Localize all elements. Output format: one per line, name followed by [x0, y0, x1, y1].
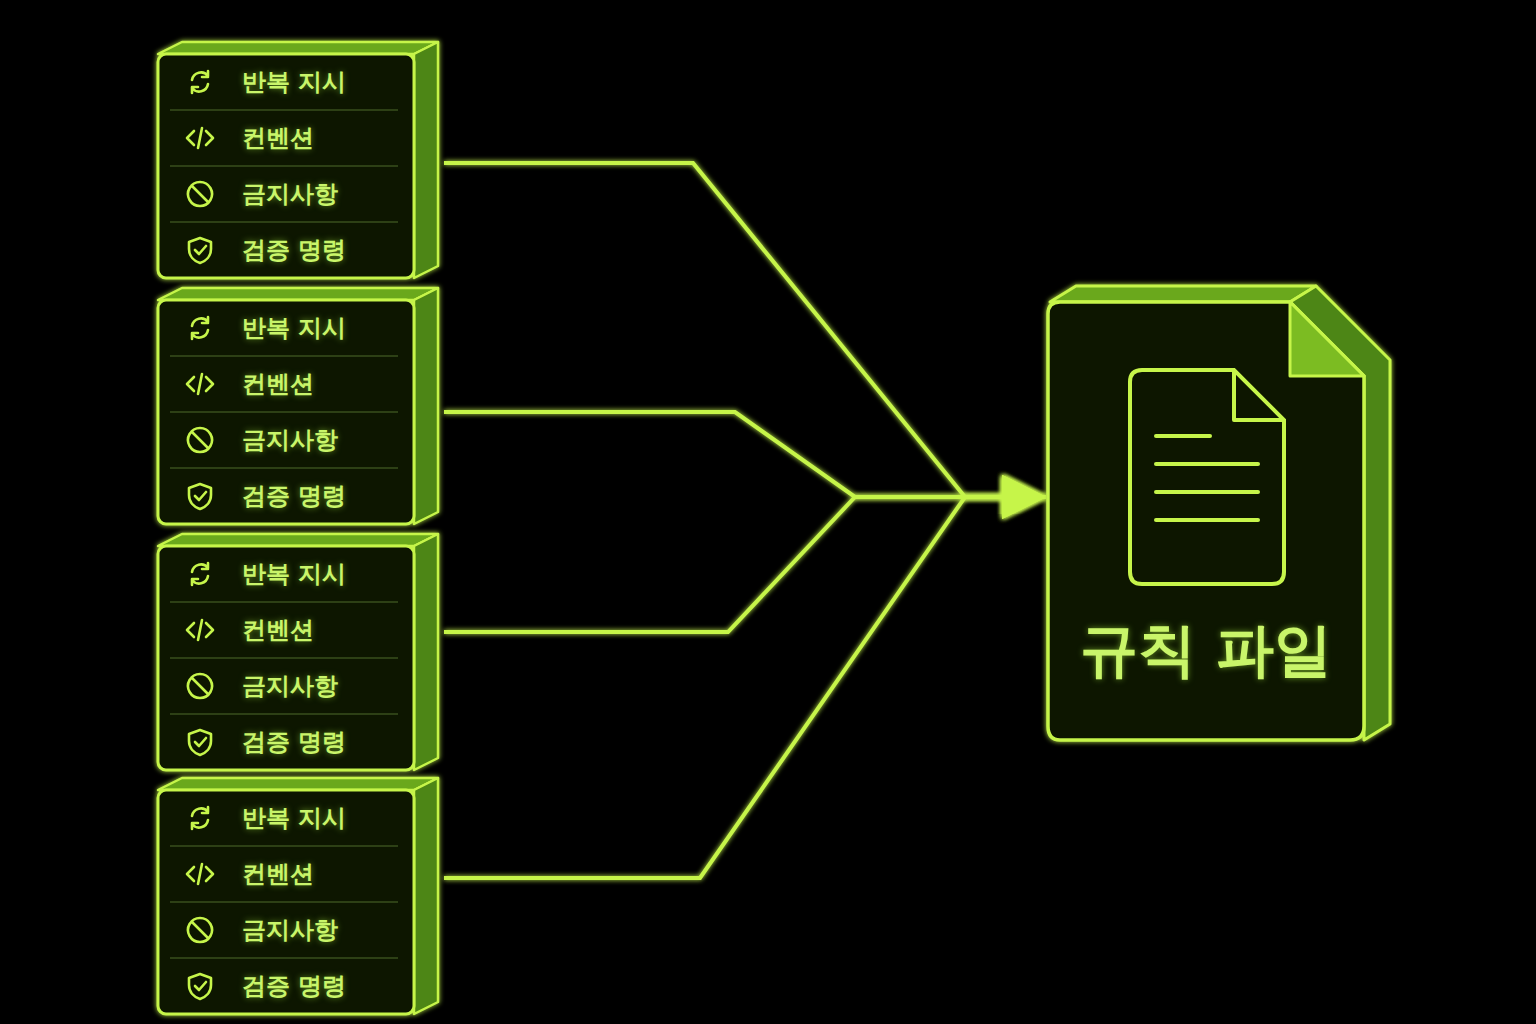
row-label: 컨벤션: [242, 369, 314, 399]
rule-file: 규칙 파일: [1046, 268, 1396, 744]
row-divider: [170, 957, 398, 958]
row-label: 반복 지시: [242, 559, 346, 589]
document-line: [1156, 490, 1258, 494]
row-label: 반복 지시: [242, 313, 346, 343]
code-icon: [187, 374, 213, 394]
rule-card: 반복 지시컨벤션금지사항검증 명령: [156, 532, 444, 772]
row-label: 컨벤션: [242, 859, 314, 889]
card-side-face: [414, 288, 438, 524]
row-divider: [170, 221, 398, 222]
forbidden-icon: [188, 428, 212, 452]
row-label: 컨벤션: [242, 615, 314, 645]
row-label: 금지사항: [242, 425, 338, 455]
card-front-face: [158, 546, 414, 770]
repeat-icon: [192, 317, 208, 339]
card-side-face: [414, 534, 438, 770]
card-top-face: [158, 534, 438, 546]
merge-connector: [444, 163, 1046, 497]
row-divider: [170, 165, 398, 166]
rule-card: 반복 지시컨벤션금지사항검증 명령: [156, 40, 444, 280]
rule-card: 반복 지시컨벤션금지사항검증 명령: [156, 286, 444, 526]
card-front-face: [158, 790, 414, 1014]
row-label: 금지사항: [242, 179, 338, 209]
row-divider: [170, 467, 398, 468]
card-side-face: [414, 42, 438, 278]
row-label: 검증 명령: [242, 727, 346, 757]
row-label: 검증 명령: [242, 971, 346, 1001]
repeat-icon: [192, 807, 208, 829]
folded-corner: [1290, 302, 1364, 376]
card-front-face: [158, 54, 414, 278]
row-divider: [170, 657, 398, 658]
shield-check-icon: [189, 974, 211, 999]
document-line: [1156, 434, 1210, 438]
row-divider: [170, 901, 398, 902]
file-top-face: [1050, 286, 1316, 302]
code-icon: [187, 864, 213, 884]
merge-connector: [444, 497, 1046, 632]
merge-connector: [444, 412, 1046, 497]
row-divider: [170, 411, 398, 412]
card-front-face: [158, 300, 414, 524]
document-outline: [1130, 370, 1284, 584]
row-divider: [170, 355, 398, 356]
code-icon: [187, 128, 213, 148]
row-label: 검증 명령: [242, 235, 346, 265]
card-top-face: [158, 778, 438, 790]
card-top-face: [158, 288, 438, 300]
file-title: 규칙 파일: [1080, 615, 1332, 685]
shield-check-icon: [189, 238, 211, 263]
shield-check-icon: [189, 484, 211, 509]
row-divider: [170, 713, 398, 714]
repeat-icon: [192, 563, 208, 585]
file-front-face: [1048, 302, 1364, 740]
card-side-face: [414, 778, 438, 1014]
row-label: 금지사항: [242, 671, 338, 701]
forbidden-icon: [188, 918, 212, 942]
card-top-face: [158, 42, 438, 54]
forbidden-icon: [188, 182, 212, 206]
row-divider: [170, 109, 398, 110]
document-fold: [1234, 370, 1284, 420]
row-label: 검증 명령: [242, 481, 346, 511]
row-divider: [170, 845, 398, 846]
shield-check-icon: [189, 730, 211, 755]
forbidden-icon: [188, 674, 212, 698]
row-label: 컨벤션: [242, 123, 314, 153]
row-label: 금지사항: [242, 915, 338, 945]
repeat-icon: [192, 71, 208, 93]
row-divider: [170, 601, 398, 602]
document-icon: [1130, 370, 1284, 584]
row-label: 반복 지시: [242, 803, 346, 833]
row-label: 반복 지시: [242, 67, 346, 97]
rule-card: 반복 지시컨벤션금지사항검증 명령: [156, 776, 444, 1016]
document-line: [1156, 462, 1258, 466]
merge-connector: [444, 497, 1046, 878]
document-line: [1156, 518, 1258, 522]
code-icon: [187, 620, 213, 640]
